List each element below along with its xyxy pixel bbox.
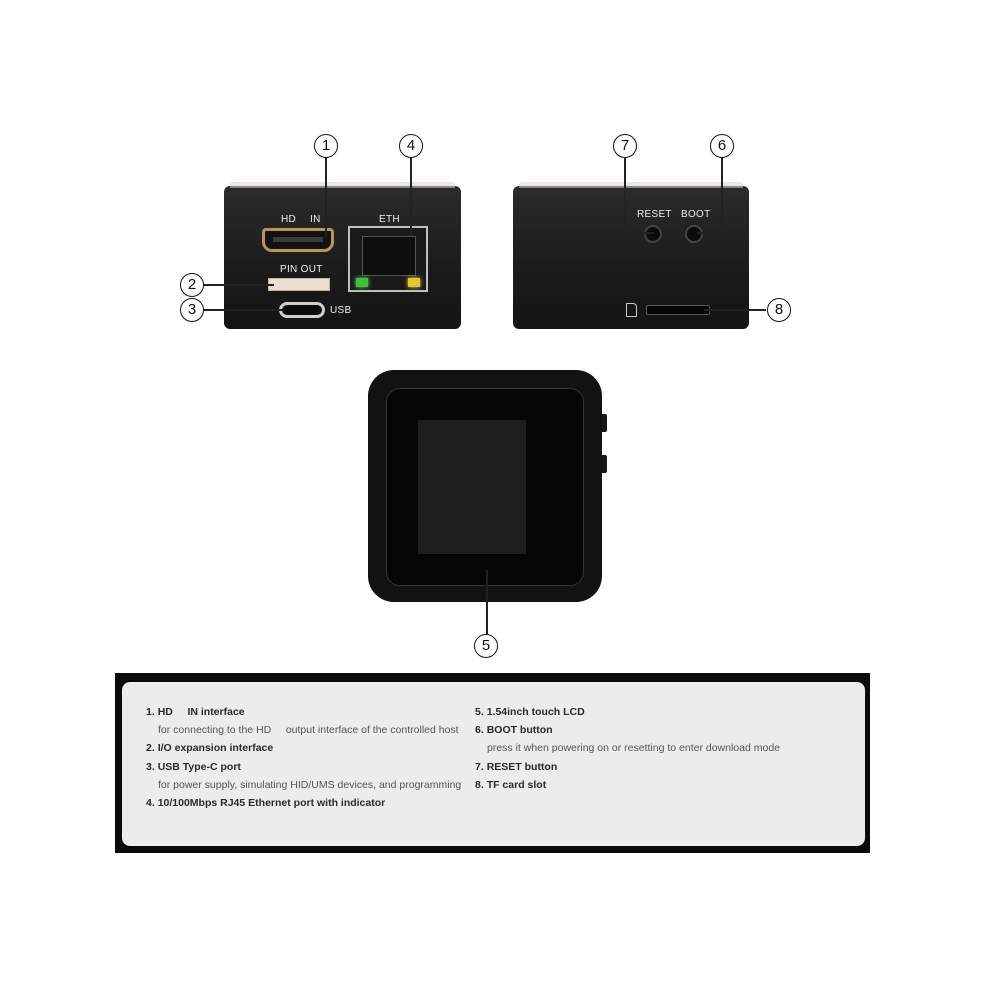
legend-item-5: 5. 1.54inch touch LCD [475, 706, 585, 718]
tf-card-slot [646, 305, 710, 315]
leader-line-1 [325, 157, 327, 237]
legend-title-8: TF card slot [486, 779, 547, 791]
boot-label: BOOT [681, 209, 711, 220]
legend-item-7: 7. RESET button [475, 761, 557, 773]
leader-line-7 [624, 157, 626, 234]
callout-1: 1 [314, 134, 338, 158]
side-key-lower [602, 455, 607, 473]
in-label: IN [310, 214, 321, 225]
callout-2: 2 [180, 273, 204, 297]
ethernet-port [348, 226, 428, 292]
legend-num-1: 1. [146, 706, 155, 718]
usb-c-port [279, 302, 325, 318]
lcd-screen [418, 420, 526, 554]
legend-title-2: I/O expansion interface [157, 742, 274, 754]
legend-num-7: 7. [475, 761, 484, 773]
leader-line-6b [697, 232, 723, 234]
leader-line-2 [204, 284, 274, 286]
leader-line-6 [721, 157, 723, 234]
legend-item-3: 3. USB Type-C port [146, 761, 241, 773]
legend-item-8: 8. TF card slot [475, 779, 546, 791]
eth-label: ETH [379, 214, 400, 225]
legend-sub-3: for power supply, simulating HID/UMS dev… [158, 779, 462, 791]
legend-sub-6: press it when powering on or resetting t… [487, 742, 781, 754]
eth-link-led [356, 278, 368, 287]
legend-num-8: 8. [475, 779, 484, 791]
device-front-view: HD IN PIN OUT USB ETH [224, 182, 461, 329]
legend-title-7: RESET button [486, 761, 558, 773]
device-back-view: RESET BOOT [513, 182, 749, 329]
legend-num-4: 4. [146, 797, 155, 809]
legend-num-3: 3. [146, 761, 155, 773]
legend-card [122, 682, 865, 846]
legend-title-4: 10/100Mbps RJ45 Ethernet port with indic… [157, 797, 386, 809]
legend-item-4: 4. 10/100Mbps RJ45 Ethernet port with in… [146, 797, 385, 809]
legend-item-1: 1. HD IN interface [146, 706, 245, 718]
legend-title-3: USB Type-C port [157, 761, 241, 773]
leader-line-4 [410, 157, 412, 235]
legend-item-6: 6. BOOT button [475, 724, 553, 736]
callout-6: 6 [710, 134, 734, 158]
legend-item-2: 2. I/O expansion interface [146, 742, 273, 754]
legend-num-5: 5. [475, 706, 484, 718]
callout-8: 8 [767, 298, 791, 322]
legend-title-5: 1.54inch touch LCD [486, 706, 585, 718]
side-key-upper [602, 414, 607, 432]
legend-title-6: BOOT button [486, 724, 553, 736]
eth-activity-led [408, 278, 420, 287]
callout-7: 7 [613, 134, 637, 158]
legend-sub-1: for connecting to the HD output interfac… [158, 724, 459, 736]
leader-line-7b [624, 232, 654, 234]
callout-5: 5 [474, 634, 498, 658]
device-lcd-view [368, 370, 602, 602]
reset-button [644, 225, 662, 243]
legend-num-6: 6. [475, 724, 484, 736]
hd-label: HD [281, 214, 297, 225]
legend-num-2: 2. [146, 742, 155, 754]
hdmi-in-port [262, 228, 334, 252]
leader-line-5 [486, 570, 488, 634]
pin-out-connector [268, 278, 330, 291]
callout-4: 4 [399, 134, 423, 158]
callout-3: 3 [180, 298, 204, 322]
pin-out-label: PIN OUT [280, 264, 323, 275]
tf-card-icon [626, 303, 637, 317]
boot-button [685, 225, 703, 243]
usb-label: USB [330, 305, 352, 316]
legend-title-1: HD IN interface [157, 706, 245, 718]
reset-label: RESET [637, 209, 672, 220]
leader-line-8 [704, 309, 766, 311]
leader-line-3 [204, 309, 282, 311]
